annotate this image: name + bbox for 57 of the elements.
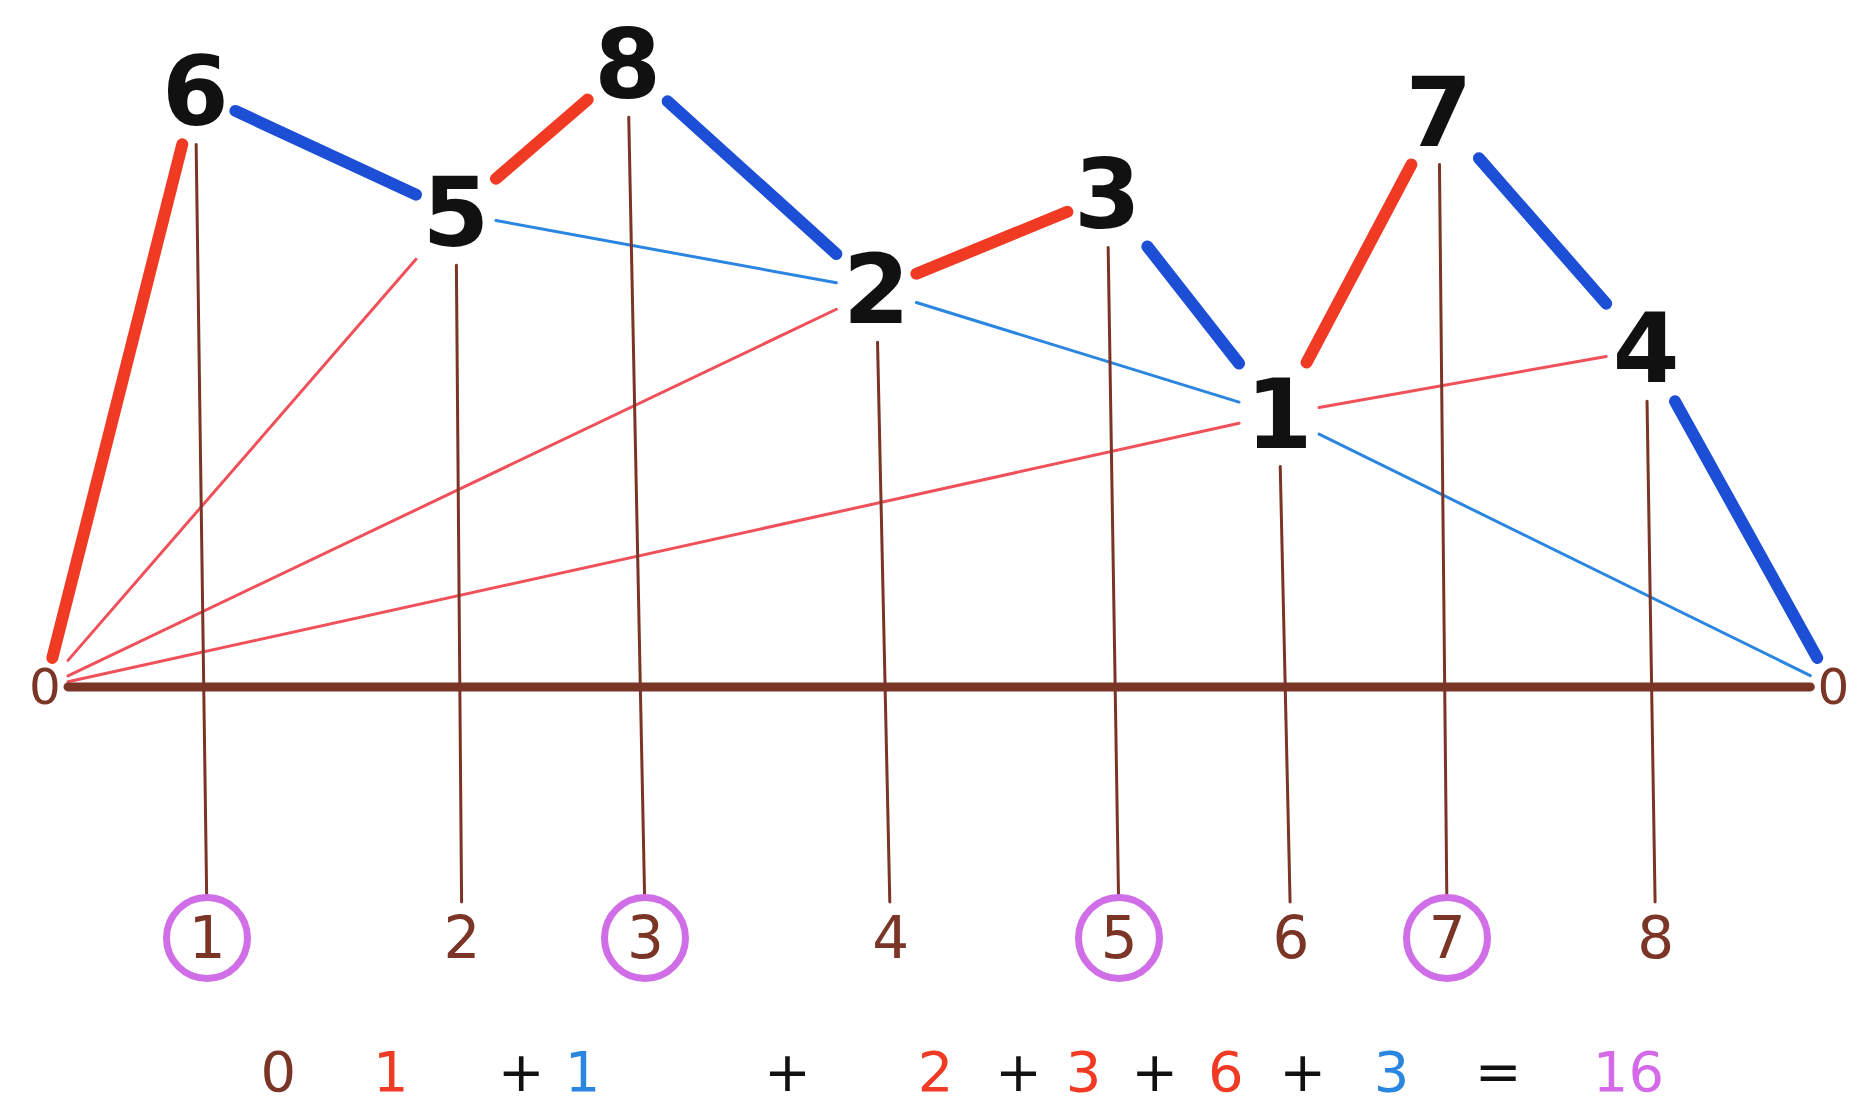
equation-term: 0 — [259, 1037, 298, 1106]
connector-line — [494, 219, 838, 285]
equation-term: 3 — [1064, 1037, 1103, 1106]
connector-line — [1645, 399, 1657, 904]
equation-term: + — [1278, 1037, 1328, 1106]
connector-line — [876, 340, 892, 904]
equation-term: + — [1130, 1037, 1180, 1106]
circled-number: 5 — [1075, 893, 1164, 982]
connector-line — [46, 138, 189, 664]
equation-term: 16 — [1591, 1037, 1666, 1106]
number-label: 1 — [1239, 362, 1320, 467]
connector-line — [910, 205, 1074, 280]
number-label: 2 — [425, 901, 498, 974]
circled-number: 7 — [1403, 893, 1492, 982]
number-label: 2 — [836, 238, 917, 343]
connector-line — [63, 682, 1815, 692]
number-label: 6 — [1254, 901, 1327, 974]
connector-line — [194, 142, 209, 896]
number-label: 0 — [22, 657, 68, 716]
connector-line — [627, 115, 647, 896]
connector-line — [1141, 240, 1246, 370]
number-label: 8 — [587, 13, 668, 118]
equation-term: + — [496, 1037, 546, 1106]
number-label: 4 — [1606, 297, 1687, 402]
number-label: 7 — [1398, 60, 1479, 165]
connector-line — [489, 93, 594, 185]
connector-line — [229, 104, 422, 201]
equation-term: = — [1473, 1037, 1523, 1106]
equation-term: 3 — [1372, 1037, 1411, 1106]
equation-term: + — [994, 1037, 1043, 1106]
equation-term: 1 — [372, 1037, 410, 1106]
connector-line — [1278, 465, 1292, 904]
connector-line — [1669, 395, 1824, 664]
connector-line — [1437, 163, 1449, 896]
number-label: 6 — [155, 40, 236, 145]
connector-line — [914, 301, 1241, 404]
number-label: 3 — [1067, 143, 1148, 248]
connector-line — [1300, 158, 1418, 369]
number-label: 8 — [1619, 901, 1692, 974]
circled-number: 3 — [601, 893, 690, 982]
connector-line — [1106, 245, 1120, 896]
circled-number: 1 — [163, 893, 252, 982]
equation-term: 2 — [916, 1037, 955, 1106]
connector-line — [1472, 152, 1613, 310]
equation-term: + — [763, 1037, 812, 1106]
equation-term: 1 — [563, 1037, 602, 1106]
connector-line — [66, 307, 838, 678]
number-label: 4 — [854, 901, 927, 974]
connector-line — [661, 95, 843, 260]
number-label: 5 — [415, 161, 496, 266]
connector-line — [1317, 432, 1812, 678]
equation-term: 6 — [1206, 1037, 1245, 1106]
number-label: 0 — [1810, 657, 1857, 716]
connector-line — [66, 421, 1241, 684]
connector-line — [66, 257, 418, 662]
connector-line — [454, 263, 464, 904]
connector-line — [1317, 354, 1608, 409]
